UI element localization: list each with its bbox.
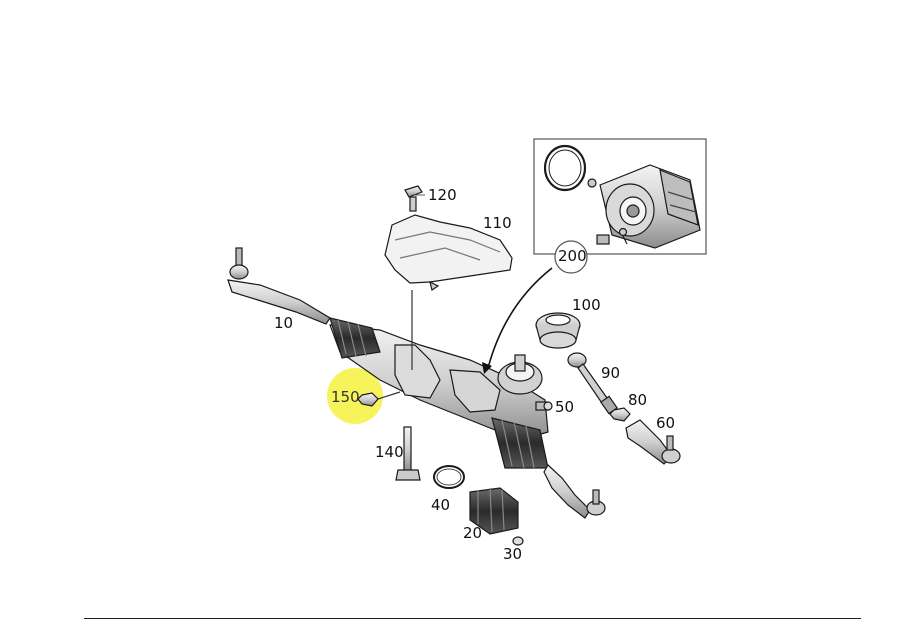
heat-shield-110 — [384, 214, 513, 291]
steering-rack-housing — [329, 290, 549, 441]
rubber-mount-100 — [535, 312, 581, 349]
callout-140: 140 — [375, 443, 404, 461]
screw-50 — [535, 401, 553, 411]
callout-20: 20 — [463, 524, 483, 542]
callout-110: 110 — [483, 214, 512, 232]
pinion-housing — [497, 354, 543, 395]
callout-100: 100 — [572, 296, 601, 314]
bellows-20 — [469, 487, 519, 535]
clamp-ring-40 — [433, 465, 465, 489]
bolt-140 — [395, 426, 421, 481]
callout-50: 50 — [555, 398, 575, 416]
left-bellows — [329, 317, 381, 359]
nut-150 — [357, 391, 401, 407]
inner-tie-rod-90 — [567, 352, 618, 415]
callout-200: 200 — [558, 247, 587, 265]
arrow-200 — [482, 267, 553, 374]
inset-box-200 — [533, 138, 707, 255]
callout-40: 40 — [431, 496, 451, 514]
callout-60: 60 — [656, 414, 676, 432]
clip-30 — [512, 536, 524, 546]
bottom-divider — [84, 618, 861, 619]
label-200-circle — [554, 240, 588, 274]
callout-150[interactable]: 150 — [331, 388, 360, 406]
right-tie-rod-end-60 — [625, 419, 681, 465]
callout-30: 30 — [503, 545, 523, 563]
nut-80 — [609, 407, 631, 422]
callout-90: 90 — [601, 364, 621, 382]
lower-tie-rod-end — [543, 464, 606, 519]
callout-10: 10 — [274, 314, 294, 332]
callout-80: 80 — [628, 391, 648, 409]
left-tie-rod-end-10 — [227, 247, 331, 325]
callout-120: 120 — [428, 186, 457, 204]
bolt-120 — [404, 185, 423, 212]
